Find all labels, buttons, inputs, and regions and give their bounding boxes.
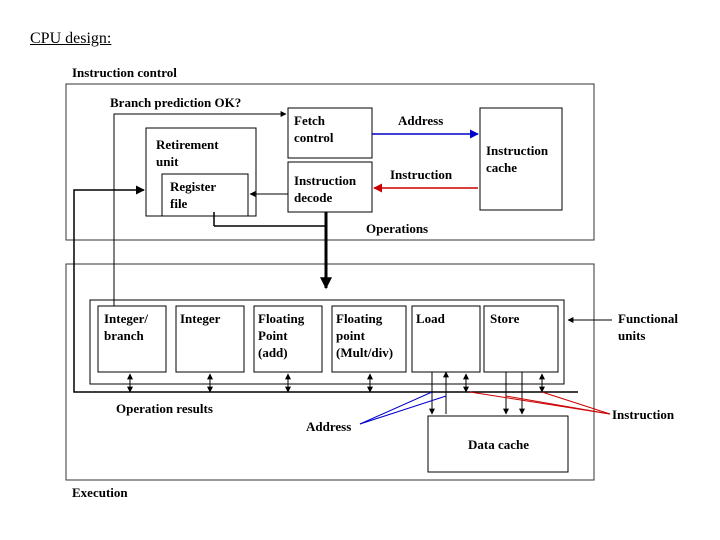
branch-prediction-label: Branch prediction OK? <box>110 95 242 110</box>
instruction-decode-label: Instruction decode <box>294 173 357 205</box>
functional-units-label: Functional units <box>618 311 678 343</box>
unit-label-integer: Integer <box>180 311 221 326</box>
unit-box-store <box>483 305 559 373</box>
register-file-label: Register file <box>170 179 217 211</box>
retirement-unit-label: Retirement unit <box>156 137 219 169</box>
branch-feedback-wire <box>113 111 287 306</box>
instruction-decode-box <box>287 161 373 213</box>
results-feedback-wire <box>73 185 578 393</box>
address-top-label: Address <box>398 113 444 128</box>
data-cache-label: Data cache <box>468 437 530 452</box>
unit-label-load: Load <box>416 311 445 326</box>
register-file-box <box>161 173 249 217</box>
execution-panel <box>65 263 595 481</box>
address-bottom-label: Address <box>306 419 352 434</box>
instruction-control-panel <box>65 83 595 241</box>
unit-box-integer-branch <box>97 305 167 373</box>
page-title: CPU design: <box>30 30 112 47</box>
instruction-bottom-label: Instruction <box>612 407 675 422</box>
unit-label-integer-branch: Integer/ branch <box>104 311 149 343</box>
instruction-pointer-3 <box>541 391 611 415</box>
instruction-pointer-2 <box>505 395 611 415</box>
unit-box-load <box>411 305 481 373</box>
data-cache-box <box>427 415 569 473</box>
address-pointer-2 <box>359 395 447 425</box>
instruction-cache-label: Instruction cache <box>486 143 549 175</box>
unit-label-store: Store <box>490 311 520 326</box>
address-pointer-1 <box>359 391 433 425</box>
instruction-top-label: Instruction <box>390 167 453 182</box>
unit-box-fp-multdiv <box>331 305 407 373</box>
fetch-control-box <box>287 107 373 159</box>
unit-label-fp-add: Floating Point (add) <box>258 311 305 360</box>
operations-label: Operations <box>366 221 429 236</box>
instruction-control-label: Instruction control <box>72 65 177 80</box>
unit-box-fp-add <box>253 305 323 373</box>
fetch-control-label: Fetch control <box>294 113 334 145</box>
execution-label: Execution <box>72 485 128 500</box>
operation-results-label: Operation results <box>116 401 213 416</box>
unit-box-integer <box>175 305 245 373</box>
instruction-cache-box <box>479 107 563 211</box>
unit-label-fp-multdiv: Floating point (Mult/div) <box>336 311 394 360</box>
